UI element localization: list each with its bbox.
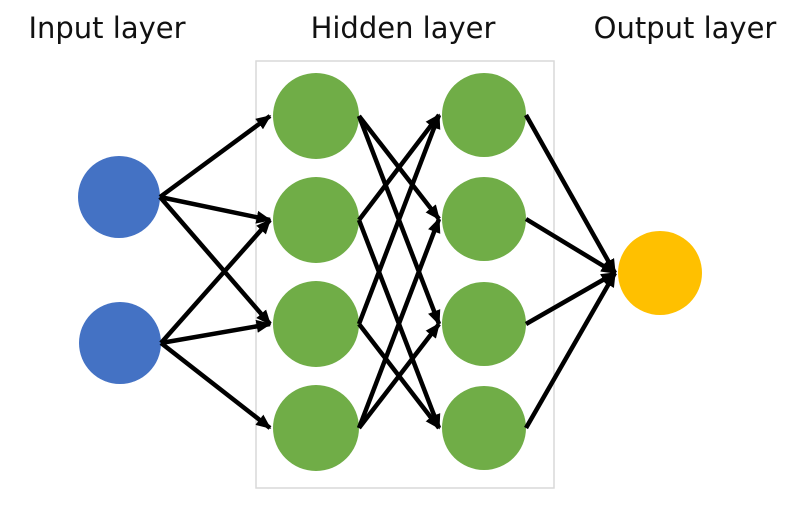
- hidden-layer-label: Hidden layer: [311, 11, 496, 45]
- edge-h13-h21: [356, 113, 442, 325]
- input-layer-label: Input layer: [28, 11, 185, 45]
- edge-i2-h13: [160, 319, 272, 346]
- hidden2-node-3: [442, 282, 526, 366]
- edge-h22-o1: [524, 217, 617, 275]
- hidden1-node-1: [273, 73, 359, 159]
- edge-h12-h21: [357, 113, 441, 222]
- nodes-group: [78, 73, 702, 471]
- hidden2-node-4: [442, 386, 526, 470]
- output-node-1: [618, 231, 702, 315]
- hidden2-node-1: [442, 73, 526, 157]
- edge-h24-o1: [524, 271, 617, 430]
- edge-i1-h13: [158, 195, 272, 326]
- hidden1-node-3: [273, 281, 359, 367]
- input-node-2: [79, 302, 161, 384]
- hidden1-node-4: [273, 385, 359, 471]
- edge-i2-h12: [159, 218, 272, 345]
- edge-i2-h14: [159, 341, 272, 430]
- edge-h14-h22: [356, 217, 442, 429]
- hidden1-node-2: [273, 177, 359, 263]
- edge-h14-h23: [357, 322, 441, 430]
- hidden2-node-2: [442, 177, 526, 261]
- edge-i1-h11: [158, 114, 272, 199]
- edges-group: [158, 113, 617, 430]
- edge-h21-o1: [524, 113, 617, 275]
- edge-i1-h12: [159, 194, 272, 224]
- edge-h23-o1: [524, 271, 617, 326]
- input-node-1: [78, 156, 160, 238]
- output-layer-label: Output layer: [594, 11, 777, 45]
